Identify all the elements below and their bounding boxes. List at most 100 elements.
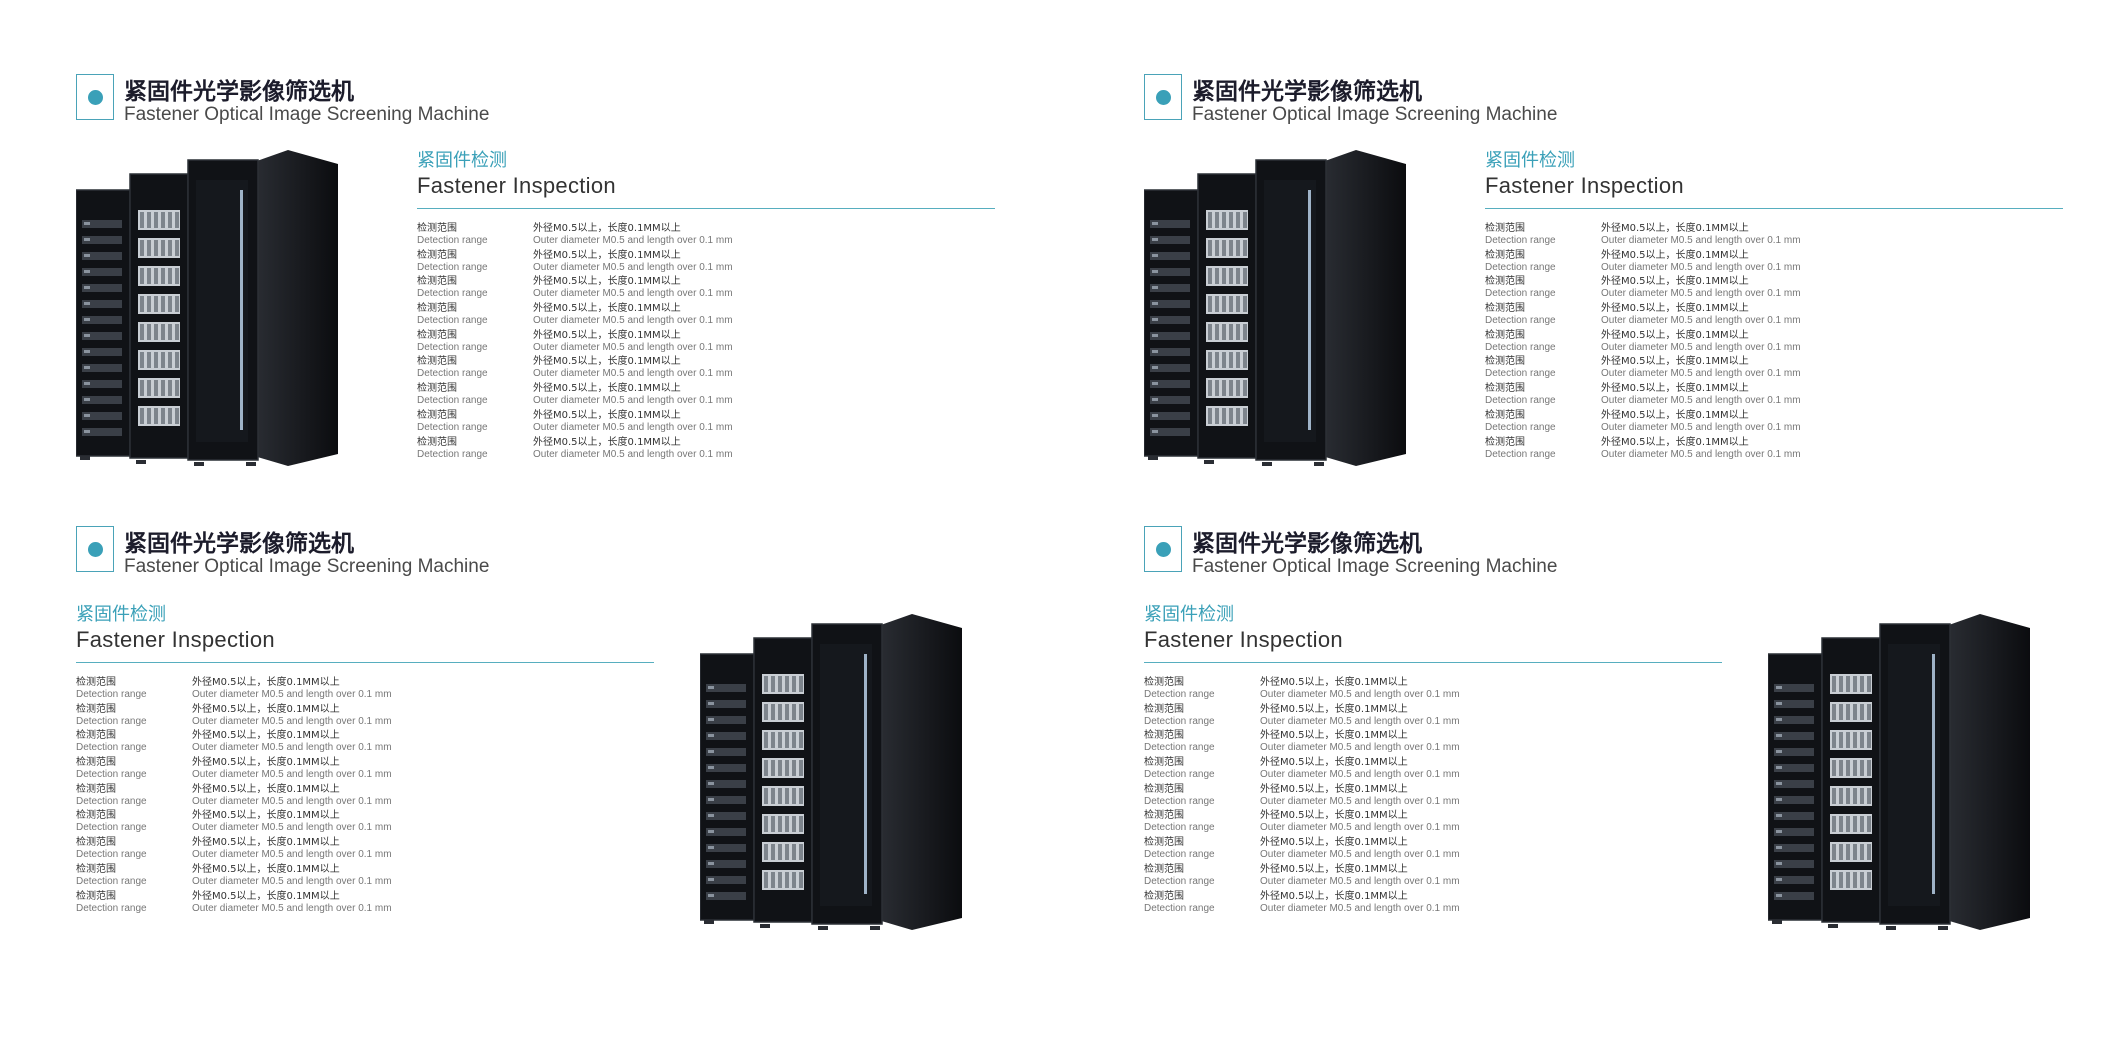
spec-label-cn: 检测范围 [417, 329, 457, 341]
spec-label-en: Detection range [1144, 902, 1215, 914]
divider [1485, 208, 2063, 209]
spec-value-cn: 外径M0.5以上，长度0.1MM以上 [1601, 303, 1749, 315]
spec-label-en: Detection range [417, 235, 488, 246]
spec-label-cn: 检测范围 [76, 890, 116, 902]
spec-value-en: Outer diameter M0.5 and length over 0.1 … [1601, 315, 1801, 327]
panel-top-right: 紧固件光学影像筛选机 Fastener Optical Image Screen… [1068, 0, 2116, 466]
spec-label-en: Detection range [417, 341, 488, 353]
brand-title-en: Fastener Optical Image Screening Machine [124, 556, 490, 577]
spec-value-cn: 外径M0.5以上，长度0.1MM以上 [1601, 329, 1749, 341]
spec-value-en: Outer diameter M0.5 and length over 0.1 … [192, 902, 392, 914]
brand-title-cn: 紧固件光学影像筛选机 [1192, 79, 1422, 105]
spec-label-en: Detection range [76, 769, 147, 781]
spec-label-cn: 检测范围 [76, 730, 116, 742]
spec-label-en: Detection range [417, 395, 488, 407]
spec-label-en: Detection range [1144, 769, 1215, 781]
spec-value-cn: 外径M0.5以上，长度0.1MM以上 [192, 783, 340, 795]
server-cabinet-icon [1144, 150, 1406, 466]
spec-value-en: Outer diameter M0.5 and length over 0.1 … [1260, 902, 1460, 914]
spec-label-cn: 检测范围 [76, 810, 116, 822]
spec-value-cn: 外径M0.5以上，长度0.1MM以上 [1260, 677, 1408, 688]
spec-label-cn: 检测范围 [76, 863, 116, 875]
spec-value-en: Outer diameter M0.5 and length over 0.1 … [533, 448, 733, 460]
spec-value-cn: 外径M0.5以上，长度0.1MM以上 [192, 703, 340, 715]
spec-value-en: Outer diameter M0.5 and length over 0.1 … [1260, 875, 1460, 887]
spec-value-en: Outer diameter M0.5 and length over 0.1 … [1601, 288, 1801, 300]
spec-value-cn: 外径M0.5以上，长度0.1MM以上 [1260, 810, 1408, 822]
logo-icon [1144, 526, 1182, 572]
logo-icon [1144, 74, 1182, 120]
spec-title-en: Fastener Inspection [76, 627, 275, 652]
brand-title-en: Fastener Optical Image Screening Machine [1192, 556, 1558, 577]
spec-label-cn: 检测范围 [417, 356, 457, 368]
spec-value-en: Outer diameter M0.5 and length over 0.1 … [1260, 742, 1460, 754]
spec-label-en: Detection range [1144, 742, 1215, 754]
spec-label-en: Detection range [1485, 448, 1556, 460]
spec-label-en: Detection range [76, 795, 147, 807]
spec-label-cn: 检测范围 [1144, 730, 1184, 742]
spec-value-cn: 外径M0.5以上，长度0.1MM以上 [1260, 730, 1408, 742]
spec-value-cn: 外径M0.5以上，长度0.1MM以上 [1601, 276, 1749, 288]
spec-value-cn: 外径M0.5以上，长度0.1MM以上 [533, 249, 681, 261]
spec-value-cn: 外径M0.5以上，长度0.1MM以上 [1260, 757, 1408, 769]
spec-label-en: Detection range [76, 689, 147, 700]
spec-value-en: Outer diameter M0.5 and length over 0.1 … [533, 395, 733, 407]
spec-value-en: Outer diameter M0.5 and length over 0.1 … [1601, 421, 1801, 433]
spec-label-cn: 检测范围 [1144, 863, 1184, 875]
brand-title-cn: 紧固件光学影像筛选机 [1192, 531, 1422, 557]
spec-label-cn: 检测范围 [1485, 356, 1525, 368]
panel-bottom-right: 紧固件光学影像筛选机 Fastener Optical Image Screen… [1068, 452, 2116, 930]
spec-value-en: Outer diameter M0.5 and length over 0.1 … [1601, 261, 1801, 273]
spec-value-cn: 外径M0.5以上，长度0.1MM以上 [533, 276, 681, 288]
spec-label-cn: 检测范围 [417, 409, 457, 421]
spec-label-cn: 检测范围 [417, 383, 457, 395]
spec-value-en: Outer diameter M0.5 and length over 0.1 … [1260, 849, 1460, 861]
logo-icon [76, 74, 114, 120]
spec-value-cn: 外径M0.5以上，长度0.1MM以上 [1260, 703, 1408, 715]
spec-label-en: Detection range [417, 368, 488, 380]
spec-label-cn: 检测范围 [76, 837, 116, 849]
spec-label-cn: 检测范围 [1485, 329, 1525, 341]
spec-value-cn: 外径M0.5以上，长度0.1MM以上 [192, 810, 340, 822]
spec-label-en: Detection range [1485, 421, 1556, 433]
spec-label-en: Detection range [1485, 341, 1556, 353]
spec-title-cn: 紧固件检测 [1485, 150, 1575, 171]
server-cabinet-icon [700, 614, 962, 930]
spec-label-cn: 检测范围 [1485, 383, 1525, 395]
brand-title-en: Fastener Optical Image Screening Machine [1192, 104, 1558, 125]
spec-label-en: Detection range [417, 448, 488, 460]
spec-label-en: Detection range [76, 715, 147, 727]
spec-value-en: Outer diameter M0.5 and length over 0.1 … [533, 341, 733, 353]
spec-value-en: Outer diameter M0.5 and length over 0.1 … [533, 288, 733, 300]
spec-label-en: Detection range [417, 288, 488, 300]
spec-label-cn: 检测范围 [76, 677, 116, 688]
spec-value-en: Outer diameter M0.5 and length over 0.1 … [1601, 395, 1801, 407]
spec-label-en: Detection range [1485, 368, 1556, 380]
spec-label-cn: 检测范围 [1485, 223, 1525, 234]
spec-value-cn: 外径M0.5以上，长度0.1MM以上 [1601, 436, 1749, 448]
spec-label-cn: 检测范围 [1144, 810, 1184, 822]
spec-value-en: Outer diameter M0.5 and length over 0.1 … [1260, 795, 1460, 807]
spec-value-en: Outer diameter M0.5 and length over 0.1 … [533, 315, 733, 327]
brand-title-en: Fastener Optical Image Screening Machine [124, 104, 490, 125]
spec-value-cn: 外径M0.5以上，长度0.1MM以上 [1601, 223, 1749, 234]
spec-label-cn: 检测范围 [1144, 677, 1184, 688]
spec-title-cn: 紧固件检测 [417, 150, 507, 171]
